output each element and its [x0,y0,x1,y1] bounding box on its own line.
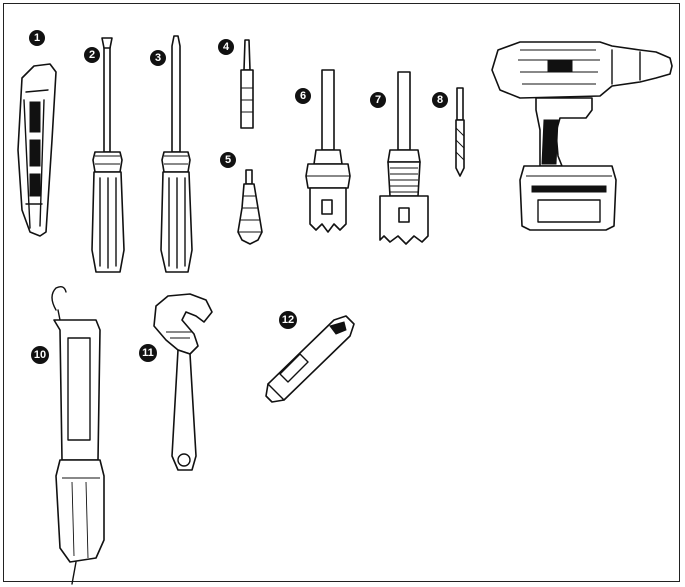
item-number-5: 5 [225,154,231,166]
item-badge-7: 7 [370,92,386,108]
item-badge-11: 11 [139,344,157,362]
item-badge-1: 1 [29,30,45,46]
bubble-level-icon [265,315,355,403]
adjustable-wrench-icon [153,293,213,471]
flathead-screwdriver-icon [91,37,125,273]
item-number-3: 3 [155,52,161,64]
item-number-2: 2 [89,49,95,61]
item-badge-2: 2 [84,47,100,63]
item-number-4: 4 [223,41,230,53]
item-number-1: 1 [34,32,40,44]
item-badge-12: 12 [279,311,297,329]
item-badge-10: 10 [31,346,49,364]
item-number-11: 11 [142,347,154,359]
item-badge-4: 4 [218,39,234,55]
step-drill-bit-icon [237,169,263,245]
phillips-screwdriver-icon [160,35,193,273]
item-number-7: 7 [375,94,381,106]
work-light-icon [51,285,105,585]
item-badge-8: 8 [432,92,448,108]
utility-knife-icon [17,63,57,237]
hole-saw-small-icon [305,69,351,233]
twist-drill-bit-icon [455,87,465,177]
nail-set-punch-icon [240,39,254,129]
figure-frame [3,3,680,582]
item-number-10: 10 [34,349,46,361]
item-number-6: 6 [300,90,306,102]
item-badge-6: 6 [295,88,311,104]
item-number-12: 12 [282,314,294,326]
item-badge-3: 3 [150,50,166,66]
hole-saw-large-icon [379,71,429,245]
item-badge-5: 5 [220,152,236,168]
item-number-8: 8 [437,94,443,106]
cordless-drill-icon [491,41,673,231]
